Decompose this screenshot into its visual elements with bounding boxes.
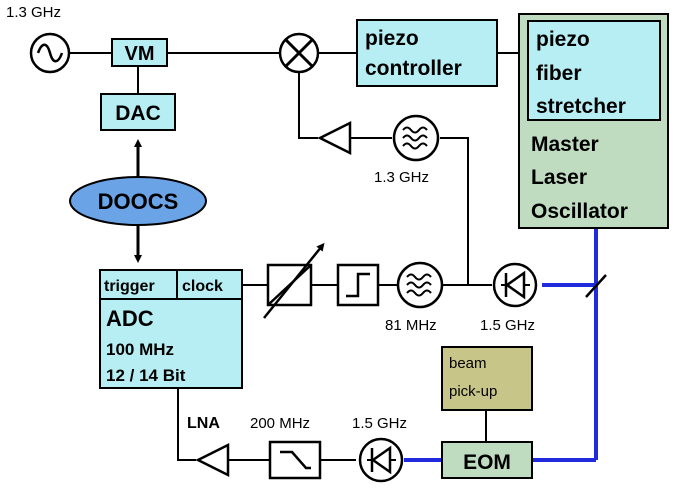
mixer-icon (278, 32, 320, 74)
bandpass-filter-81mhz-icon (396, 261, 444, 309)
stretcher-line3: stretcher (536, 95, 626, 118)
optical-path (404, 228, 598, 462)
stretcher-line1: piezo (536, 28, 590, 51)
rf-source-icon (29, 32, 71, 74)
beam-pickup: beam pick-up (441, 346, 533, 411)
signal-wires (70, 52, 528, 461)
adc-clock-label: clock (182, 278, 223, 295)
master-label-line1: Master (531, 133, 599, 156)
piezo-fiber-stretcher: piezo fiber stretcher (527, 20, 661, 121)
beam-pickup-line2: pick-up (449, 383, 497, 400)
vector-modulator: VM (111, 38, 168, 67)
adc-title: ADC (106, 306, 154, 331)
lna-label: LNA (187, 415, 220, 432)
filter-1-3ghz-label: 1.3 GHz (374, 169, 429, 186)
photodiode-1-5ghz-label: 1.5 GHz (480, 317, 535, 334)
photodiode-2-icon (358, 437, 404, 483)
photodiode-icon (492, 262, 538, 308)
phase-shifter-icon (263, 242, 325, 319)
eom-box: EOM (441, 441, 533, 479)
lna-amplifier-icon (195, 442, 230, 478)
beam-pickup-line1: beam (449, 355, 487, 372)
stretcher-line2: fiber (536, 62, 582, 85)
piezo-controller-line2: controller (365, 57, 462, 80)
filter-81mhz-label: 81 MHz (385, 317, 437, 334)
master-label-line3: Oscillator (531, 200, 628, 223)
bandpass-filter-1-3ghz-icon (392, 114, 440, 162)
master-label-line2: Laser (531, 166, 587, 189)
doocs-label: DOOCS (98, 189, 179, 214)
lowpass-200mhz-label: 200 MHz (250, 415, 310, 432)
wire-adc-to-lna (177, 388, 196, 461)
piezo-controller: piezo controller (356, 19, 498, 87)
adc-trigger-label: trigger (104, 278, 155, 295)
feedback-amplifier-icon (317, 120, 352, 156)
adc-bit-depth: 12 / 14 Bit (106, 366, 186, 385)
photodiode2-1-5ghz-label: 1.5 GHz (352, 415, 407, 432)
adc-sample-rate: 100 MHz (106, 340, 174, 359)
doocs-control-system: DOOCS (69, 176, 207, 226)
lowpass-filter-icon (268, 440, 322, 480)
dac-box: DAC (100, 93, 176, 131)
wire-filter-to-tap (440, 137, 469, 285)
adc-box: trigger clock ADC 100 MHz 12 / 14 Bit (99, 269, 243, 389)
ref-freq-label: 1.3 GHz (6, 4, 61, 21)
vm-label: VM (125, 43, 155, 65)
dac-label: DAC (115, 102, 161, 125)
wire-mixer-feedback (298, 72, 318, 139)
eom-label: EOM (463, 451, 511, 474)
beam-splitter (585, 274, 607, 298)
piezo-controller-line1: piezo (365, 27, 419, 50)
switch-icon (336, 263, 380, 307)
